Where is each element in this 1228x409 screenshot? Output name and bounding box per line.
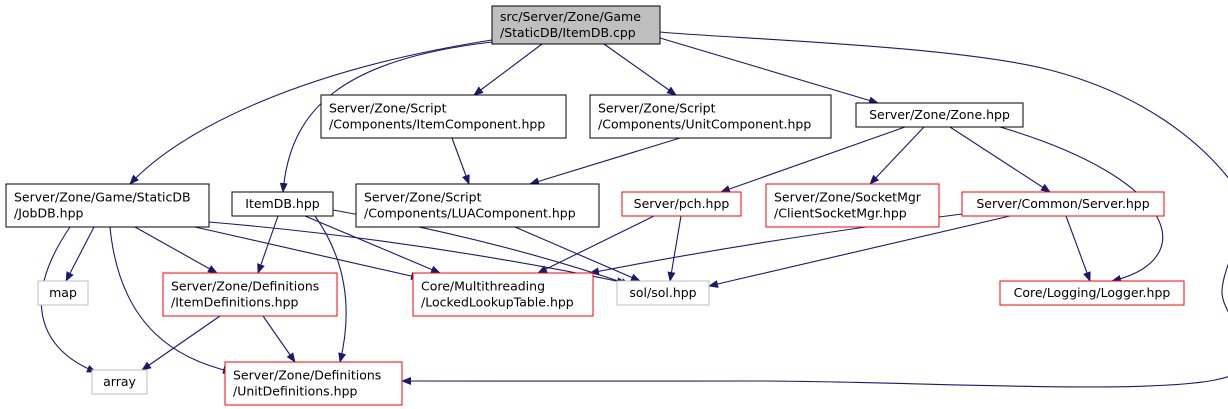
edge-itemdb_cpp-to-zone_hpp xyxy=(659,37,879,105)
node-label: ItemDB.hpp xyxy=(245,196,319,211)
node-box xyxy=(855,102,1024,128)
node-box xyxy=(491,5,661,45)
edge-itemdb_cpp-to-itemdb_hpp xyxy=(279,41,493,193)
node-label: Core/Multithreading xyxy=(421,279,545,294)
node-label: /ClientSocketMgr.hpp xyxy=(774,206,907,221)
node-label: Server/Zone/Definitions xyxy=(233,368,381,383)
node-jobdb-hpp[interactable]: Server/Zone/Game/StaticDB/JobDB.hpp xyxy=(5,183,210,228)
node-label: /Components/LUAComponent.hpp xyxy=(364,206,576,221)
node-label: Server/pch.hpp xyxy=(634,196,730,211)
node-box xyxy=(224,361,403,406)
edge-jobdb_hpp-to-unit_definitions xyxy=(109,226,233,374)
edge-item_definitions-to-unit_definitions xyxy=(262,315,296,363)
node-label: array xyxy=(103,374,136,389)
node-pch-hpp[interactable]: Server/pch.hpp xyxy=(621,191,742,217)
node-box xyxy=(621,191,742,217)
node-box xyxy=(320,94,567,139)
node-label: /Components/UnitComponent.hpp xyxy=(598,117,811,132)
node-locked-lookup-table[interactable]: Core/Multithreading/LockedLookupTable.hp… xyxy=(412,272,594,317)
edges xyxy=(40,31,1228,388)
node-box xyxy=(961,191,1165,217)
node-server-hpp[interactable]: Server/Common/Server.hpp xyxy=(961,191,1165,217)
node-lua-component[interactable]: Server/Zone/Script/Components/LUACompone… xyxy=(355,183,600,228)
node-array[interactable]: array xyxy=(91,369,148,395)
edge-jobdb_hpp-to-locked_lookup_table xyxy=(194,226,421,280)
node-item-definitions[interactable]: Server/Zone/Definitions/ItemDefinitions.… xyxy=(162,272,338,317)
edge-item_definitions-to-array xyxy=(141,315,221,371)
node-label: /UnitDefinitions.hpp xyxy=(233,384,358,399)
node-box xyxy=(5,183,210,228)
node-label: /StaticDB/ItemDB.cpp xyxy=(500,25,636,40)
node-box xyxy=(616,280,710,306)
node-label: Server/Zone/Game/StaticDB xyxy=(14,190,191,205)
node-client-socket-mgr[interactable]: Server/Zone/SocketMgr/ClientSocketMgr.hp… xyxy=(765,183,940,228)
node-label: map xyxy=(49,285,77,300)
node-map[interactable]: map xyxy=(37,280,89,306)
node-label: /JobDB.hpp xyxy=(14,206,84,221)
node-label: Server/Zone/Definitions xyxy=(171,279,319,294)
edge-jobdb_hpp-to-array xyxy=(40,226,97,373)
edge-itemdb_hpp-to-unit_definitions xyxy=(314,215,347,363)
node-label: src/Server/Zone/Game xyxy=(500,9,641,24)
nodes: src/Server/Zone/Game/StaticDB/ItemDB.cpp… xyxy=(5,5,1185,406)
node-item-component[interactable]: Server/Zone/Script/Components/ItemCompon… xyxy=(320,94,567,139)
edge-zone_hpp-to-server_hpp xyxy=(949,126,1051,193)
edge-jobdb_hpp-to-sol_hpp xyxy=(208,221,627,286)
edge-zone_hpp-to-pch_hpp xyxy=(720,126,906,193)
edge-jobdb_hpp-to-map xyxy=(65,226,95,282)
node-box xyxy=(231,191,334,217)
edge-itemdb_hpp-to-item_definitions xyxy=(257,215,279,274)
node-label: Server/Zone/Script xyxy=(364,190,482,205)
edge-itemdb_cpp-to-jobdb_hpp xyxy=(129,39,493,185)
node-label: /LockedLookupTable.hpp xyxy=(421,295,574,310)
node-logger-hpp[interactable]: Core/Logging/Logger.hpp xyxy=(999,280,1185,306)
node-zone-hpp[interactable]: Server/Zone/Zone.hpp xyxy=(855,102,1024,128)
node-box xyxy=(765,183,940,228)
node-itemdb-hpp[interactable]: ItemDB.hpp xyxy=(231,191,334,217)
node-label: Server/Zone/Script xyxy=(598,101,716,116)
node-box xyxy=(91,369,148,395)
edge-itemdb_cpp-to-unit_definitions xyxy=(401,31,1228,388)
edge-server_hpp-to-logger_hpp xyxy=(1065,215,1091,282)
node-label: Server/Common/Server.hpp xyxy=(976,196,1149,211)
node-label: Server/Zone/Zone.hpp xyxy=(869,107,1010,122)
edge-pch_hpp-to-sol_hpp xyxy=(667,215,682,282)
node-label: Server/Zone/Script xyxy=(329,101,447,116)
edge-itemdb_hpp-to-locked_lookup_table xyxy=(304,215,441,274)
node-label: sol/sol.hpp xyxy=(629,285,696,300)
node-sol-hpp[interactable]: sol/sol.hpp xyxy=(616,280,710,306)
edge-zone_hpp-to-client_socket_mgr xyxy=(869,126,925,185)
node-label: Server/Zone/SocketMgr xyxy=(774,190,922,205)
edge-server_hpp-to-sol_hpp xyxy=(708,215,1011,288)
node-box xyxy=(589,94,832,139)
node-box xyxy=(355,183,600,228)
edge-pch_hpp-to-locked_lookup_table xyxy=(537,215,655,274)
node-label: /ItemDefinitions.hpp xyxy=(171,295,299,310)
edge-item_component-to-lua_component xyxy=(451,137,470,185)
edge-itemdb_cpp-to-unit_component xyxy=(603,43,677,96)
node-itemdb-cpp: src/Server/Zone/Game/StaticDB/ItemDB.cpp xyxy=(491,5,661,45)
node-unit-definitions[interactable]: Server/Zone/Definitions/UnitDefinitions.… xyxy=(224,361,403,406)
edge-itemdb_cpp-to-item_component xyxy=(473,43,543,96)
node-label: Core/Logging/Logger.hpp xyxy=(1014,285,1171,300)
node-box xyxy=(162,272,338,317)
node-box xyxy=(999,280,1185,306)
node-box xyxy=(37,280,89,306)
edge-jobdb_hpp-to-item_definitions xyxy=(134,226,218,274)
node-unit-component[interactable]: Server/Zone/Script/Components/UnitCompon… xyxy=(589,94,832,139)
node-box xyxy=(412,272,594,317)
edge-unit_component-to-lua_component xyxy=(529,137,681,186)
node-label: /Components/ItemComponent.hpp xyxy=(329,117,545,132)
